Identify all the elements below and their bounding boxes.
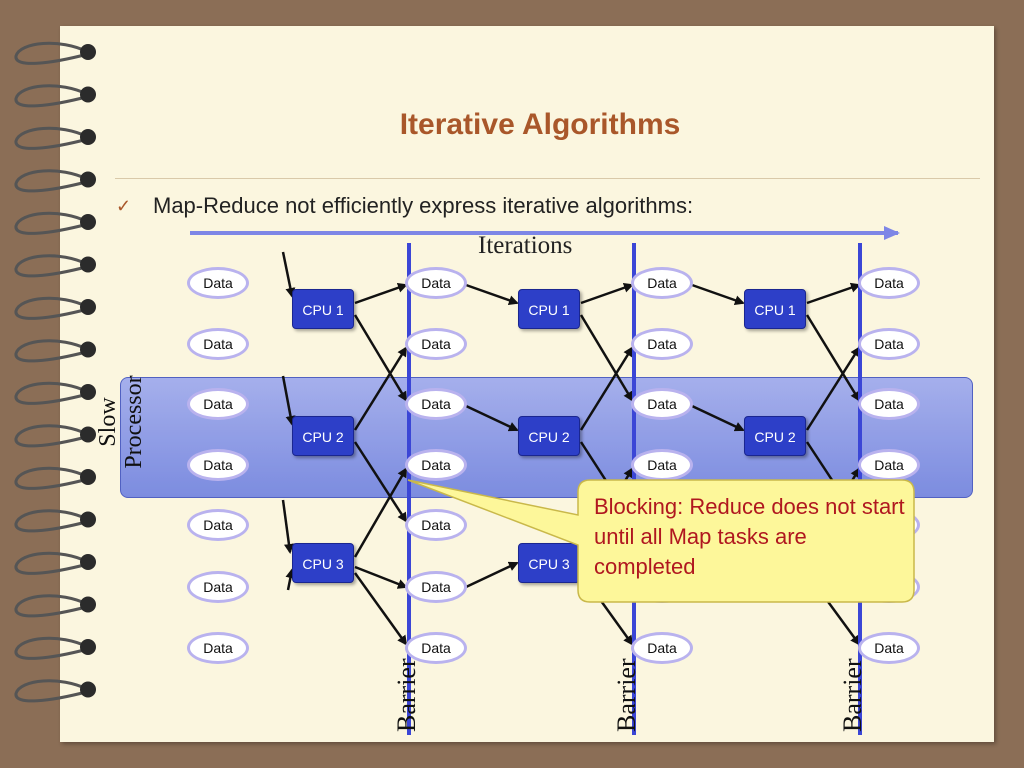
spiral-ring [14,594,89,618]
data-node-c2-r2: Data [405,328,467,360]
spiral-ring [14,84,89,108]
flow-arrow [353,314,408,402]
binding-hole [80,511,96,528]
spiral-rings-svg [14,41,96,703]
data-node-c1-r5: Data [187,509,249,541]
binding-hole [80,299,96,315]
binding-hole [80,86,96,103]
flow-arrow [281,375,296,426]
spiral-ring [14,169,89,193]
cpu-node-stage2-3: CPU 3 [518,543,580,583]
flow-arrow [353,346,408,431]
binding-hole [80,214,96,230]
binding-hole [80,256,96,273]
binding-hole [80,44,96,60]
binding-hole [80,384,96,400]
spiral-ring [14,424,89,448]
flow-arrow [806,282,861,305]
slow-label-line1: Slow [95,397,121,447]
binding-hole [80,341,96,358]
spiral-ring [14,466,89,490]
flow-arrow [579,314,634,402]
binding-hole [80,596,96,613]
flow-arrow [353,572,408,646]
spiral-ring [14,254,89,278]
data-node-c3-r2: Data [631,328,693,360]
spiral-ring [14,679,89,703]
barrier-label-1: Barrier [392,658,421,732]
data-node-c2-r7: Data [405,632,467,664]
iterations-label: Iterations [478,232,573,259]
data-node-c3-r4: Data [631,449,693,481]
barrier-label-3: Barrier [838,658,867,732]
data-node-c4-r4: Data [858,449,920,481]
data-node-c3-r3: Data [631,388,693,420]
flow-arrow [285,568,296,591]
binding-hole [80,681,96,698]
flow-arrow [580,282,634,305]
flow-arrow [353,467,408,558]
flow-arrow [353,441,408,523]
data-node-c2-r6: Data [405,571,467,603]
binding-hole [80,426,96,443]
spiral-ring [14,509,89,533]
flow-arrow [579,346,634,431]
flow-arrow [691,404,745,432]
callout-text: Blocking: Reduce does not start until al… [594,494,905,579]
flow-arrow [281,499,294,554]
binding-hole [80,129,96,145]
cpu-node-stage3-2: CPU 2 [744,416,806,456]
data-node-c1-r2: Data [187,328,249,360]
data-node-c1-r1: Data [187,267,249,299]
data-node-c2-r4: Data [405,449,467,481]
data-node-c2-r3: Data [405,388,467,420]
spiral-ring [14,126,89,150]
spiral-ring [14,381,89,405]
checkmark-icon: ✓ [116,196,132,216]
slow-label-line2: Processor [121,375,147,469]
flow-arrow [281,251,296,298]
cpu-node-stage3-1: CPU 1 [744,289,806,329]
barrier-label-2: Barrier [612,658,641,732]
title-divider [115,178,980,179]
flow-arrow [354,565,408,589]
cpu-node-stage2-2: CPU 2 [518,416,580,456]
spiral-ring [14,211,89,235]
cpu-node-stage1-2: CPU 2 [292,416,354,456]
flow-arrow [465,561,519,589]
data-node-c4-r2: Data [858,328,920,360]
binding-hole [80,554,96,570]
cpu-node-stage1-1: CPU 1 [292,289,354,329]
data-node-c4-r1: Data [858,267,920,299]
data-node-c4-r3: Data [858,388,920,420]
data-node-c1-r6: Data [187,571,249,603]
data-node-c3-r7: Data [631,632,693,664]
bullet-text: Map-Reduce not efficiently express itera… [153,193,694,218]
flow-arrow [805,314,861,402]
binding-hole [80,171,96,188]
data-node-c1-r7: Data [187,632,249,664]
spiral-ring [14,41,89,65]
flow-arrow [805,346,861,431]
spiral-ring [14,636,89,660]
data-node-c2-r5: Data [405,509,467,541]
data-node-c1-r3: Data [187,388,249,420]
data-node-c3-r1: Data [631,267,693,299]
flow-arrow [465,283,519,306]
cpu-node-stage1-3: CPU 3 [292,543,354,583]
spiral-ring [14,551,89,575]
flow-arrow [354,282,408,305]
binding-hole [80,639,96,655]
slow-processor-label: Slow Processor [95,352,155,492]
cpu-node-stage2-1: CPU 1 [518,289,580,329]
data-node-c1-r4: Data [187,449,249,481]
data-node-c4-r7: Data [858,632,920,664]
binding-hole [80,469,96,485]
slide-title: Iterative Algorithms [399,108,681,141]
spiral-ring [14,296,89,320]
flow-arrow [691,283,745,306]
data-node-c2-r1: Data [405,267,467,299]
flow-arrow [465,404,519,432]
spiral-ring [14,339,89,363]
